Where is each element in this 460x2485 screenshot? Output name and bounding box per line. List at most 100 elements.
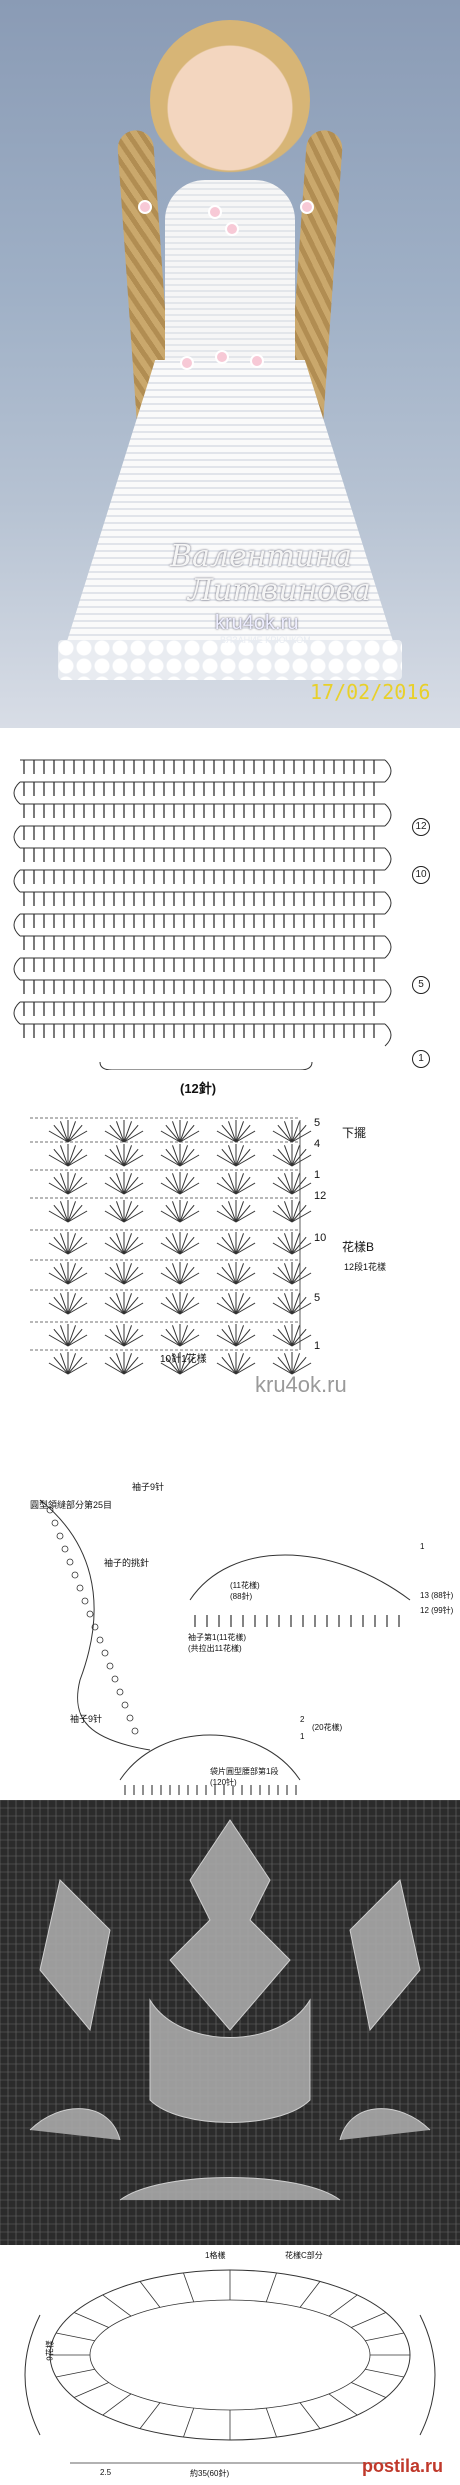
fan-stitch <box>48 1302 69 1315</box>
fan-stitch <box>179 1124 195 1143</box>
fan-stitch <box>123 1176 139 1195</box>
author-last-name: Литвинова <box>188 573 371 608</box>
fan-stitch <box>216 1334 237 1347</box>
fan-stitch <box>48 1272 69 1285</box>
fan-stitch <box>123 1293 132 1315</box>
fan-stitch <box>235 1148 251 1167</box>
fan-stitch <box>109 1148 125 1167</box>
fan-stitch <box>48 1154 69 1167</box>
fan-stitch <box>67 1176 83 1195</box>
fan-stitch <box>60 1293 69 1315</box>
pattern-count-label: (11花樣) <box>230 1581 260 1590</box>
fan-stitch <box>179 1353 188 1375</box>
row-marker-10: 10 <box>412 866 430 884</box>
fan-stitch <box>179 1173 188 1195</box>
chain-loop <box>111 1675 119 1683</box>
filet-motif <box>169 1819 291 2031</box>
fan-stitch <box>116 1293 125 1315</box>
flower-decoration <box>180 356 194 370</box>
fan-stitch <box>265 2407 277 2438</box>
row-number: 12 <box>314 1190 327 1202</box>
fan-stitch <box>235 1266 251 1285</box>
fan-stitch <box>109 1296 125 1315</box>
flower-decoration <box>225 222 239 236</box>
fan-stitch <box>123 1130 144 1143</box>
turn-chain <box>384 891 392 915</box>
fan-stitch <box>216 1182 237 1195</box>
chain-loop <box>96 1636 104 1644</box>
fan-stitch <box>123 1353 132 1375</box>
fan-stitch <box>183 2272 195 2303</box>
fan-stitch <box>165 1296 181 1315</box>
fan-stitch <box>60 1173 69 1195</box>
fan-stitch <box>272 1362 293 1375</box>
fan-stitch <box>123 1233 132 1255</box>
filet-motif <box>39 1879 111 2032</box>
fan-stitch <box>53 1124 69 1143</box>
fan-stitch <box>172 1263 181 1285</box>
fan-stitch <box>123 1302 144 1315</box>
row-number: 1 <box>314 1340 321 1352</box>
fan-stitch <box>284 1353 293 1375</box>
chain-loop <box>76 1584 84 1592</box>
sleeve-chart-drawing <box>39 1499 411 1795</box>
doll-dress-photo: Валентина Литвинова kru4ok.ru ВЯЗАНИЕ КР… <box>0 0 460 728</box>
fan-stitch <box>179 1145 188 1167</box>
fan-stitch <box>104 1272 125 1285</box>
fan-stitch <box>228 1325 237 1347</box>
fan-stitch <box>272 1302 293 1315</box>
fan-stitch <box>291 1210 312 1223</box>
row-number: 5 <box>314 1292 321 1304</box>
fan-stitch <box>179 1121 188 1143</box>
fan-stitch <box>56 2332 95 2342</box>
stitch-chart-oval <box>0 2245 460 2485</box>
fan-stitch <box>235 1325 244 1347</box>
row-number: 5 <box>314 1117 321 1129</box>
fan-stitch <box>291 1121 300 1143</box>
chain-loop <box>131 1727 139 1735</box>
fan-stitch <box>116 1353 125 1375</box>
fan-stitch <box>48 1210 69 1223</box>
fan-stitch <box>351 2382 387 2398</box>
fan-stitch <box>160 1130 181 1143</box>
fan-stitch <box>284 1145 293 1167</box>
fan-stitch <box>216 1154 237 1167</box>
footer-watermark: postila.ru <box>362 2456 444 2476</box>
fan-stitch <box>67 1124 83 1143</box>
fan-stitch <box>235 1293 244 1315</box>
fan-stitch <box>53 1204 69 1223</box>
fan-stitch <box>67 1266 83 1285</box>
pattern-count-label: (20花樣) <box>312 1723 343 1732</box>
fan-stitch <box>123 1356 139 1375</box>
fan-stitch <box>165 1124 181 1143</box>
fan-stitch <box>216 1362 237 1375</box>
fan-stitch <box>235 1233 244 1255</box>
fan-stitch <box>48 1334 69 1347</box>
fan-stitch <box>221 1296 237 1315</box>
fan-stitch <box>53 1328 69 1347</box>
fan-stitch <box>53 1236 69 1255</box>
fan-stitch <box>235 1272 256 1285</box>
fan-stitch <box>221 1176 237 1195</box>
fan-stitch <box>109 1236 125 1255</box>
fan-stitch <box>235 1176 251 1195</box>
fan-stitch <box>67 1210 88 1223</box>
fan-stitch <box>277 1236 293 1255</box>
fan-stitch <box>123 1182 144 1195</box>
fan-stitch <box>291 1182 312 1195</box>
sleeve-row-label: 袖子第1(11花樣) <box>188 1633 247 1642</box>
fan-stitch <box>109 1204 125 1223</box>
chain-loop <box>46 1506 54 1514</box>
fan-stitch <box>48 1242 69 1255</box>
fan-stitch <box>67 1263 76 1285</box>
filet-motif <box>349 1879 421 2032</box>
chain-loop <box>56 1532 64 1540</box>
fan-stitch <box>179 1148 195 1167</box>
filet-motif <box>339 2108 431 2141</box>
fan-stitch <box>291 1242 312 1255</box>
fan-stitch <box>179 1293 188 1315</box>
fan-stitch <box>277 1266 293 1285</box>
fan-stitch <box>123 1328 139 1347</box>
fan-stitch <box>291 1148 307 1167</box>
fan-stitch <box>235 1145 244 1167</box>
